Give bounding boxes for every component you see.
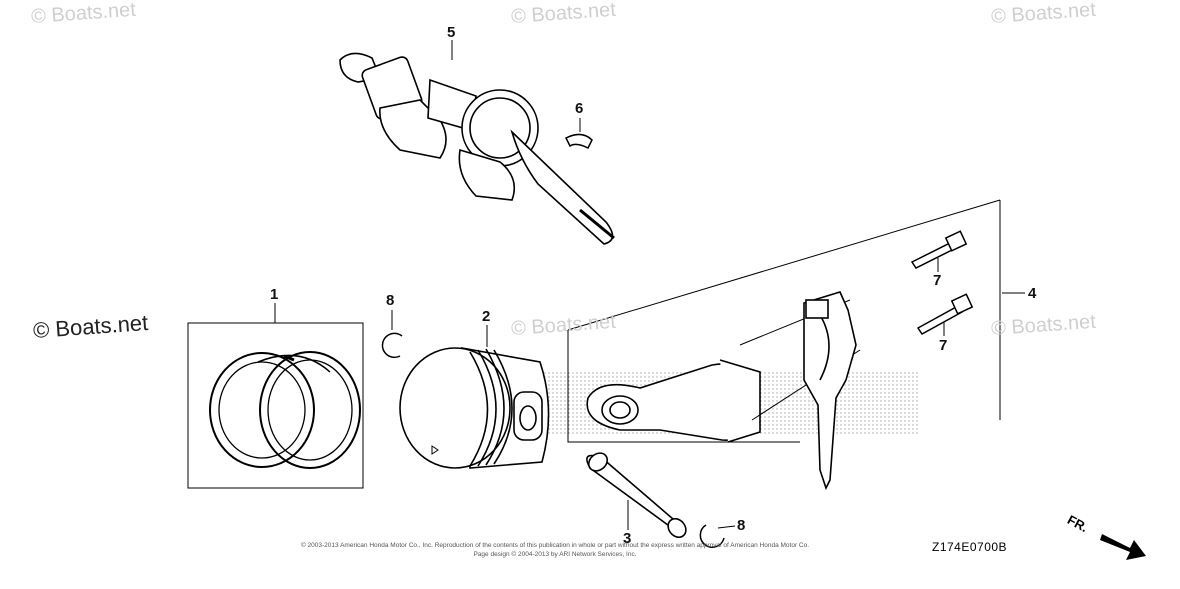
callout-piston-pin[interactable]: 3 <box>623 530 632 547</box>
callout-piston-ring-set[interactable]: 1 <box>270 286 279 303</box>
callout-rod-bolt-lower[interactable]: 7 <box>939 337 948 354</box>
piston-pin-clip-lower <box>699 524 736 548</box>
callout-pin-clip-upper[interactable]: 8 <box>386 292 395 309</box>
rod-cap <box>803 291 857 491</box>
callout-crankshaft[interactable]: 5 <box>447 24 456 41</box>
copyright-line: Page design © 2004-2013 by ARI Network S… <box>473 551 637 558</box>
connecting-rod <box>586 299 861 443</box>
piston-pin-clip-upper <box>381 310 403 359</box>
callout-piston[interactable]: 2 <box>482 308 491 325</box>
piston <box>399 325 550 469</box>
callout-crank-key[interactable]: 6 <box>575 100 584 117</box>
piston-rings <box>209 351 361 469</box>
diagram-code: Z174E0700B <box>932 540 1008 554</box>
piston-ring-box <box>187 303 364 489</box>
crankshaft <box>339 40 615 245</box>
piston-pin <box>586 452 687 539</box>
callout-rod-bolt-upper[interactable]: 7 <box>933 272 942 289</box>
crank-key <box>564 118 593 150</box>
rod-bolts <box>910 230 974 336</box>
connecting-rod-frame <box>567 199 1025 443</box>
callout-pin-clip-lower[interactable]: 8 <box>737 517 746 534</box>
front-arrow-icon <box>1100 534 1146 560</box>
copyright-line: © 2003-2013 American Honda Motor Co., In… <box>300 542 810 549</box>
callout-connecting-rod[interactable]: 4 <box>1028 285 1037 302</box>
